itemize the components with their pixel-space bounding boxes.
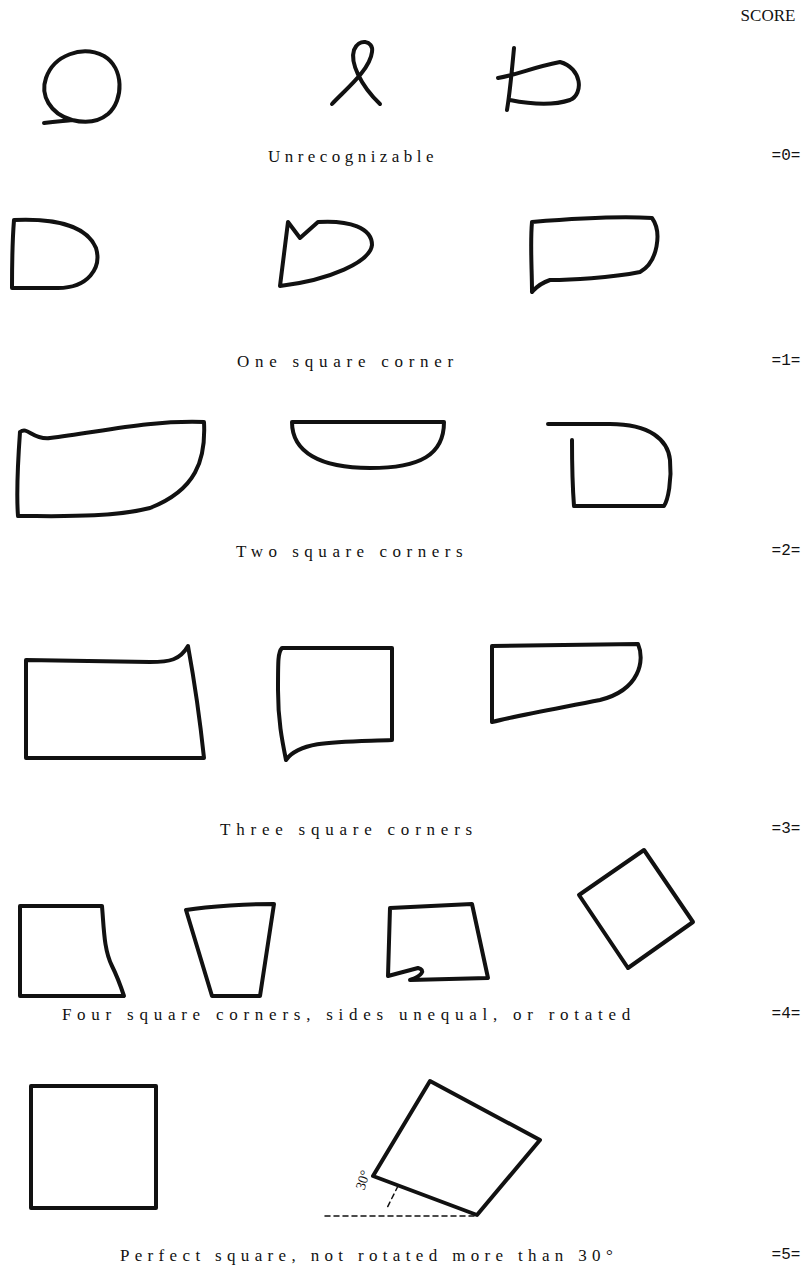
drawing-one-corner <box>12 220 97 288</box>
drawing-rotated-square <box>579 850 693 968</box>
drawing-one-corner <box>280 222 372 286</box>
drawing-three-corners <box>26 646 204 758</box>
drawing-four-corners <box>388 904 488 980</box>
score-value: =4= <box>772 1005 801 1024</box>
drawing-two-corners <box>292 422 444 468</box>
score-value: =3= <box>772 820 801 839</box>
category-caption: Four square corners, sides unequal, or r… <box>62 1005 636 1025</box>
drawing-rotated-square <box>373 1081 540 1215</box>
category-caption: Unrecognizable <box>268 147 438 167</box>
score-value: =5= <box>772 1246 801 1265</box>
score-value: =1= <box>772 352 801 371</box>
drawing-two-corners <box>548 424 671 506</box>
column-heading: SCORE <box>741 6 796 26</box>
angle-label: 30° <box>353 1168 375 1192</box>
angle-baseline <box>325 1215 476 1217</box>
drawing-three-corners <box>278 648 392 760</box>
score-value: =2= <box>772 542 801 561</box>
category-caption: Two square corners <box>236 542 468 562</box>
drawing-one-corner <box>531 217 657 292</box>
drawing-perfect-square <box>31 1086 156 1208</box>
category-caption: One square corner <box>237 352 459 372</box>
score-value: =0= <box>772 147 801 166</box>
angle-arc-line <box>386 1186 398 1210</box>
drawing-loop <box>332 42 380 104</box>
category-caption: Three square corners <box>220 820 478 840</box>
drawing-two-corners <box>17 422 204 516</box>
drawing-four-corners <box>186 904 274 996</box>
drawing-circle <box>44 52 120 123</box>
drawing-three-corners <box>492 644 641 722</box>
category-caption: Perfect square, not rotated more than 30… <box>120 1246 618 1266</box>
drawing-crossed <box>498 48 579 110</box>
drawing-four-corners <box>20 906 124 996</box>
